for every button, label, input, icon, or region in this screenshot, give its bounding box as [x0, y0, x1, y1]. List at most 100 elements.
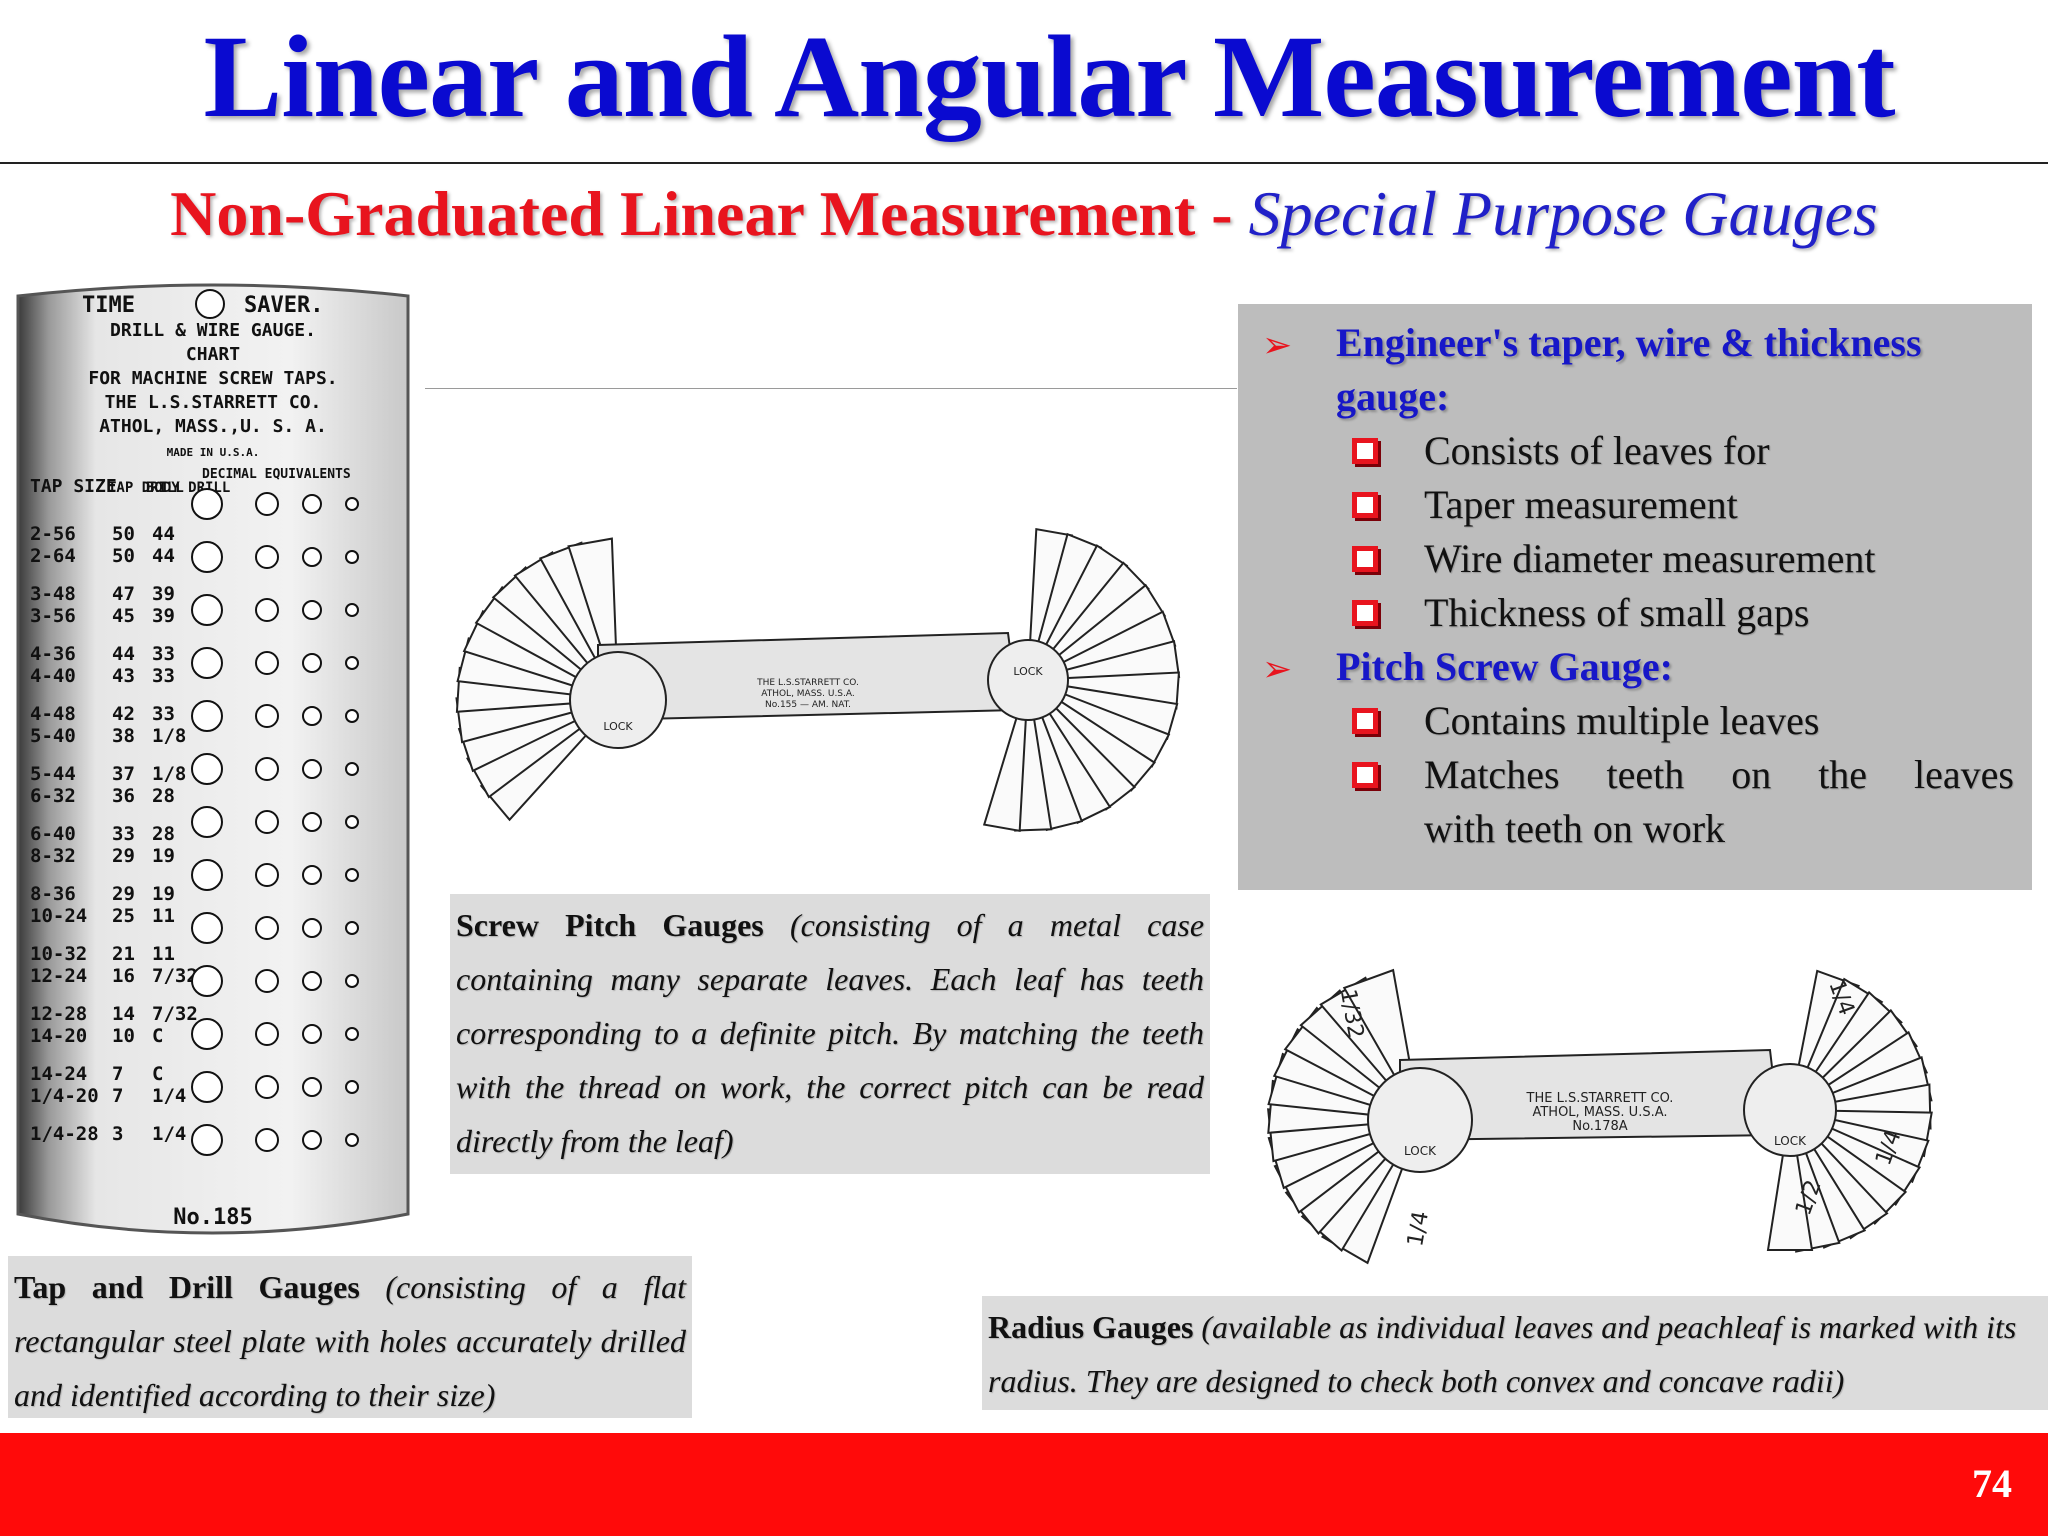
subtitle: Non-Graduated Linear Measurement - Speci…	[0, 176, 2048, 252]
plate-hole	[191, 647, 223, 679]
plate-row-tap-size: 6-40	[30, 823, 76, 845]
plate-hole	[191, 806, 223, 838]
screw-gauge-stamp-1: THE L.S.STARRETT CO.	[756, 678, 859, 688]
plate-row-tap-drill: 14	[112, 1003, 135, 1025]
screw-pitch-caption: Screw Pitch Gauges (consisting of a meta…	[450, 894, 1210, 1174]
plate-row-body-drill: 33	[152, 643, 175, 665]
plate-row-tap-size: 8-32	[30, 845, 76, 867]
page-title: Linear and Angular Measurement	[203, 11, 1896, 142]
plate-hole	[255, 598, 279, 622]
plate-hole	[345, 1080, 359, 1094]
panel-item: Taper measurement	[1424, 482, 1738, 527]
plate-hole	[255, 1022, 279, 1046]
plate-hole	[345, 603, 359, 617]
plate-col-head: DECIMAL EQUIVALENTS	[202, 467, 351, 482]
plate-hole	[191, 1071, 223, 1103]
plate-row-tap-drill: 44	[112, 643, 135, 665]
plate-row-tap-drill: 45	[112, 605, 135, 627]
plate-hole	[345, 921, 359, 935]
plate-row-body-drill: 19	[152, 845, 175, 867]
plate-row-tap-size: 10-24	[30, 905, 87, 927]
radius-gauge-lock-left: LOCK	[1404, 1144, 1437, 1158]
panel-item: Consists of leaves for	[1424, 428, 1770, 473]
plate-row-tap-size: 1/4-20	[30, 1085, 99, 1107]
plate-row-body-drill: C	[152, 1025, 163, 1047]
plate-hole	[255, 863, 279, 887]
caption-bold: Radius Gauges	[988, 1309, 1194, 1345]
plate-hole	[191, 753, 223, 785]
plate-hole	[191, 700, 223, 732]
plate-hole	[345, 709, 359, 723]
plate-hole	[302, 1077, 322, 1097]
plate-row-tap-drill: 29	[112, 845, 135, 867]
caption-italic: (available as individual leaves and peac…	[988, 1309, 2017, 1399]
plate-header: TIME	[82, 293, 135, 318]
plate-header: FOR MACHINE SCREW TAPS.	[88, 368, 337, 389]
footer-bar	[0, 1433, 2048, 1536]
plate-hole	[345, 656, 359, 670]
plate-hole	[191, 594, 223, 626]
plate-hole	[345, 762, 359, 776]
caption-italic: (consisting of a metal case containing m…	[456, 907, 1205, 1159]
caption-bold: Screw Pitch Gauges	[456, 907, 764, 943]
radius-gauge-stamp-3: No.178A	[1572, 1119, 1627, 1134]
plate-number: No.185	[173, 1205, 252, 1230]
plate-header: MADE IN U.S.A.	[167, 446, 260, 459]
plate-row-tap-size: 6-32	[30, 785, 76, 807]
plate-header: THE L.S.STARRETT CO.	[105, 392, 322, 413]
plate-header: ATHOL, MASS.,U. S. A.	[99, 416, 327, 437]
checkbox-bullet-icon	[1352, 492, 1378, 518]
plate-hole	[302, 971, 322, 991]
plate-hole	[302, 865, 322, 885]
plate-row-body-drill: 33	[152, 665, 175, 687]
page-number: 74	[1972, 1461, 2012, 1506]
plate-row-tap-drill: 43	[112, 665, 135, 687]
plate-row-tap-size: 4-36	[30, 643, 76, 665]
plate-hole	[191, 1018, 223, 1050]
plate-row-body-drill: 7/32	[152, 1003, 198, 1025]
plate-hole	[302, 1024, 322, 1044]
screw-gauge-lock-right: LOCK	[1013, 665, 1043, 678]
plate-row-body-drill: 28	[152, 785, 175, 807]
plate-row-tap-drill: 38	[112, 725, 135, 747]
plate-row-tap-drill: 7	[112, 1063, 123, 1085]
screw-gauge-stamp-3: No.155 — AM. NAT.	[765, 700, 851, 710]
plate-hole	[255, 545, 279, 569]
plate-row-tap-drill: 50	[112, 545, 135, 567]
plate-hole	[195, 289, 225, 319]
plate-row-body-drill: 33	[152, 703, 175, 725]
plate-row-body-drill: 1/4	[152, 1085, 186, 1107]
plate-row-tap-size: 10-32	[30, 943, 87, 965]
checkbox-bullet-icon	[1352, 546, 1378, 572]
plate-col-head: TAP DRILL	[108, 480, 184, 496]
plate-hole	[302, 494, 322, 514]
plate-row-tap-size: 5-44	[30, 763, 76, 785]
plate-row-body-drill: 1/8	[152, 763, 186, 785]
plate-row-tap-size: 12-24	[30, 965, 87, 987]
panel-heading-1b: gauge:	[1336, 374, 1450, 419]
panel-item: Matches teeth on the leaves	[1424, 752, 2014, 797]
plate-hole	[191, 541, 223, 573]
radius-gauge-image: THE L.S.STARRETT CO. ATHOL, MASS. U.S.A.…	[1267, 968, 1933, 1265]
plate-hole	[345, 550, 359, 564]
radius-caption: Radius Gauges (available as individual l…	[982, 1296, 2048, 1410]
subtitle-main: Non-Graduated Linear Measurement -	[170, 178, 1249, 249]
plate-hole	[302, 918, 322, 938]
plate-row-tap-drill: 36	[112, 785, 135, 807]
plate-hole	[302, 812, 322, 832]
plate-row-tap-size: 5-40	[30, 725, 76, 747]
plate-header: SAVER.	[244, 293, 323, 318]
plate-hole	[255, 810, 279, 834]
info-panel: ➢ Engineer's taper, wire & thickness gau…	[1238, 304, 2032, 890]
plate-hole	[255, 1075, 279, 1099]
plate-row-tap-drill: 7	[112, 1085, 123, 1107]
tap-drill-caption: Tap and Drill Gauges (consisting of a fl…	[8, 1256, 692, 1418]
checkbox-bullet-icon	[1352, 600, 1378, 626]
plate-header: DRILL & WIRE GAUGE.	[110, 320, 316, 341]
plate-hole	[255, 492, 279, 516]
plate-hole	[255, 757, 279, 781]
plate-hole	[345, 497, 359, 511]
title-divider	[0, 162, 2048, 164]
screw-pitch-gauge-image: THE L.S.STARRETT CO. ATHOL, MASS. U.S.A.…	[455, 527, 1181, 833]
